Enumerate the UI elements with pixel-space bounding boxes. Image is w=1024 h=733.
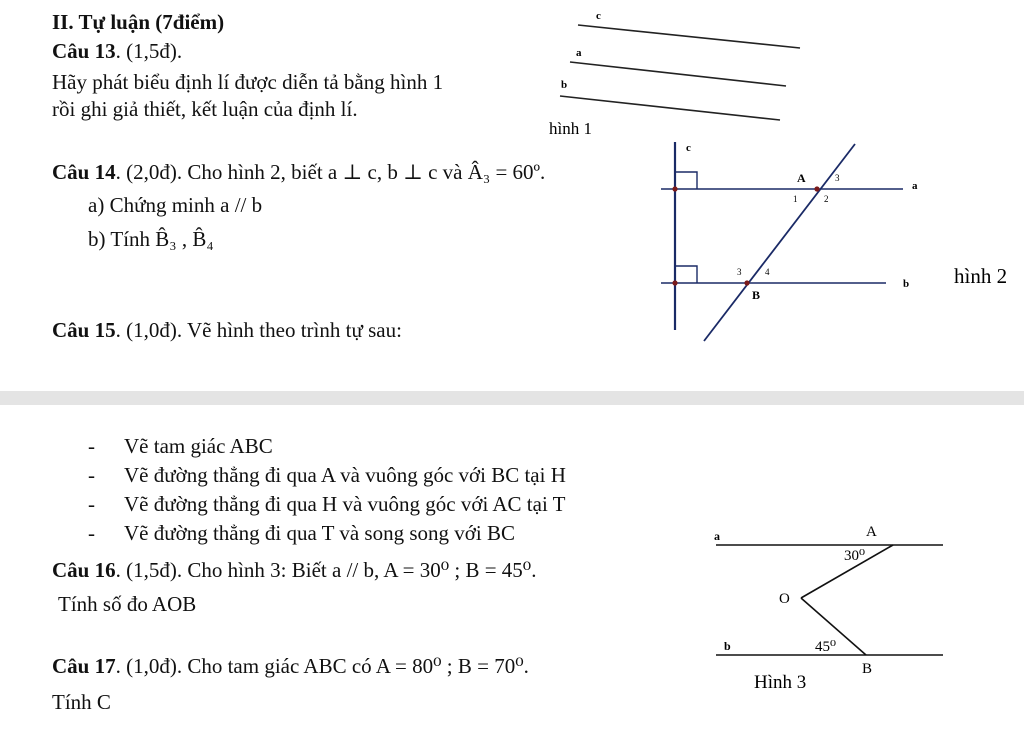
question-13-header: Câu 13. (1,5đ).: [52, 39, 182, 63]
question-14-header: Câu 14. (2,0đ). Cho hình 2, biết a ⊥ c, …: [52, 160, 545, 184]
fig2-label-a: a: [912, 180, 918, 192]
fig2-right-angle-a: [675, 171, 698, 189]
fig1-line-b: [559, 95, 781, 121]
page-break: [0, 391, 1024, 405]
question-16-text: . (1,5đ). Cho hình 3: Biết a // b, A = 3…: [115, 558, 537, 582]
question-14-part-a: a) Chứng minh a // b: [88, 193, 263, 217]
question-17-label: Câu 17: [52, 654, 116, 678]
step-1: -Vẽ tam giác ABC: [88, 434, 273, 458]
fig2-transversal: [703, 143, 856, 342]
bullet-dash: -: [88, 521, 95, 545]
fig1-caption: hình 1: [549, 119, 592, 138]
fig2-point-ca: [672, 186, 678, 192]
fig2-angle-B3: 3: [737, 267, 742, 277]
question-13-label: Câu 13: [52, 39, 116, 63]
fig2-label-c: c: [686, 142, 691, 154]
fig3-angle-A: 30⁰: [844, 548, 865, 564]
fig2-angle-A2: 2: [824, 194, 829, 204]
question-15-header: Câu 15. (1,0đ). Vẽ hình theo trình tự sa…: [52, 318, 402, 342]
question-16-line2: Tính số đo AOB: [58, 592, 197, 616]
question-15-text: . (1,0đ). Vẽ hình theo trình tự sau:: [115, 318, 402, 342]
step-3: -Vẽ đường thẳng đi qua H và vuông góc vớ…: [88, 492, 566, 516]
bullet-dash: -: [88, 463, 95, 487]
fig3-segment-OB: [800, 597, 867, 656]
question-13-points: . (1,5đ).: [115, 39, 183, 63]
figure-1: [559, 24, 801, 121]
question-14-part-b: b) Tính B̂₃ , B̂₄: [88, 227, 214, 251]
fig2-caption: hình 2: [954, 264, 1007, 288]
bullet-dash: -: [88, 492, 95, 516]
fig2-point-A: [814, 186, 820, 192]
fig3-label-A: A: [866, 524, 877, 540]
fig3-segment-AO: [800, 544, 894, 599]
question-16-label: Câu 16: [52, 558, 116, 582]
fig2-label-B: B: [752, 288, 760, 302]
question-17-text: . (1,0đ). Cho tam giác ABC có A = 80⁰ ; …: [115, 654, 529, 678]
fig1-label-a: a: [576, 47, 582, 59]
fig3-label-B: B: [862, 661, 872, 677]
fig2-angle-A3: 3: [835, 173, 840, 183]
fig1-label-b: b: [561, 79, 567, 91]
figure-2: [661, 142, 903, 342]
question-17-header: Câu 17. (1,0đ). Cho tam giác ABC có A = …: [52, 654, 529, 678]
section-title: II. Tự luận (7điểm): [52, 10, 225, 34]
fig2-point-B: [744, 280, 750, 286]
question-15-label: Câu 15: [52, 318, 116, 342]
fig1-line-a: [569, 61, 787, 87]
step-4: -Vẽ đường thẳng đi qua T và song song vớ…: [88, 521, 515, 545]
fig2-label-A: A: [797, 171, 806, 185]
question-13-line1: Hãy phát biểu định lí được diễn tả bằng …: [52, 70, 444, 94]
question-13-line2: rồi ghi giả thiết, kết luận của định lí.: [52, 97, 358, 121]
figure-3: [716, 544, 943, 656]
fig2-angle-B4: 4: [765, 267, 770, 277]
fig3-label-b: b: [724, 639, 731, 653]
fig1-line-c: [577, 24, 801, 49]
question-14-label: Câu 14: [52, 160, 116, 184]
fig2-right-angle-b: [675, 265, 698, 283]
fig3-label-a: a: [714, 529, 720, 543]
question-17-line2: Tính C: [52, 690, 111, 714]
fig2-point-cb: [672, 280, 678, 286]
step-2: -Vẽ đường thẳng đi qua A và vuông góc vớ…: [88, 463, 566, 487]
fig2-angle-A1: 1: [793, 194, 798, 204]
question-14-text: . (2,0đ). Cho hình 2, biết a ⊥ c, b ⊥ c …: [115, 160, 546, 184]
fig3-caption: Hình 3: [754, 672, 806, 693]
bullet-dash: -: [88, 434, 95, 458]
fig2-label-b: b: [903, 278, 909, 290]
question-16-header: Câu 16. (1,5đ). Cho hình 3: Biết a // b,…: [52, 558, 536, 582]
fig3-angle-B: 45⁰: [815, 639, 836, 655]
fig1-label-c: c: [596, 10, 601, 22]
fig3-label-O: O: [779, 591, 790, 607]
